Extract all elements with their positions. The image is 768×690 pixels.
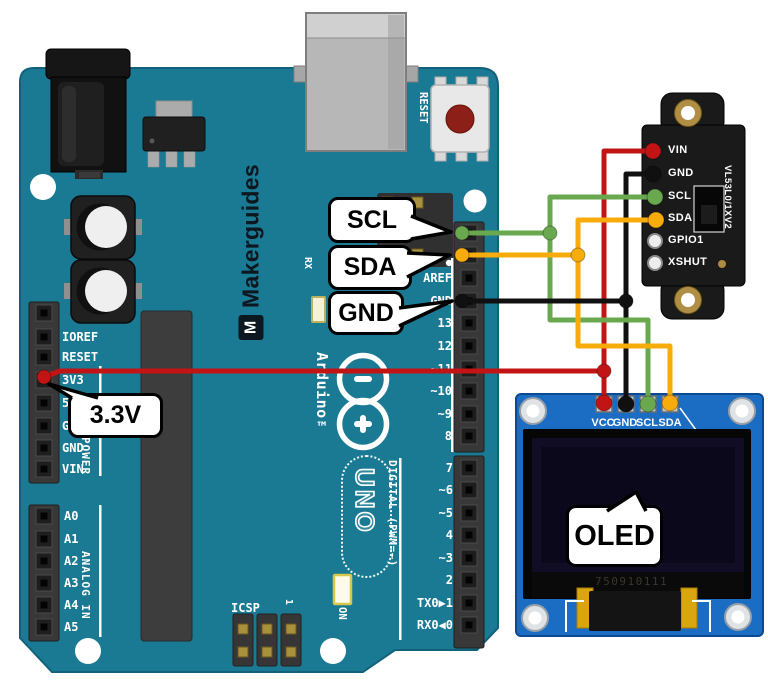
on-led xyxy=(332,573,353,606)
capacitor xyxy=(64,259,142,324)
capacitor xyxy=(64,195,142,260)
mounting-hole xyxy=(75,638,101,664)
rx-led xyxy=(311,296,326,323)
sensor-mounting-hole xyxy=(674,99,702,314)
callout-3v3: 3.3V xyxy=(68,393,163,438)
mounting-hole xyxy=(30,174,56,200)
sensor-pin-xshut xyxy=(647,255,663,271)
mounting-hole xyxy=(320,638,346,664)
oled-silkscreen xyxy=(679,407,697,431)
mcu-chip xyxy=(140,310,193,642)
callout-gnd: GND xyxy=(328,291,404,335)
callout-oled: OLED xyxy=(566,505,663,567)
barrel-jack xyxy=(45,48,131,179)
icsp-header xyxy=(232,613,302,667)
sensor-via xyxy=(718,260,726,268)
silkscreen-dot xyxy=(445,259,453,267)
callout-sda: SDA xyxy=(328,245,412,290)
reset-button[interactable] xyxy=(430,76,490,162)
oled-mounting-hole xyxy=(519,397,756,632)
usb-port xyxy=(293,12,419,152)
callout-scl: SCL xyxy=(328,197,416,243)
vl53l0x-module xyxy=(641,92,746,320)
sensor-pin-gpio1 xyxy=(647,233,663,249)
oled-ribbon xyxy=(576,587,698,631)
mounting-hole xyxy=(463,189,487,213)
